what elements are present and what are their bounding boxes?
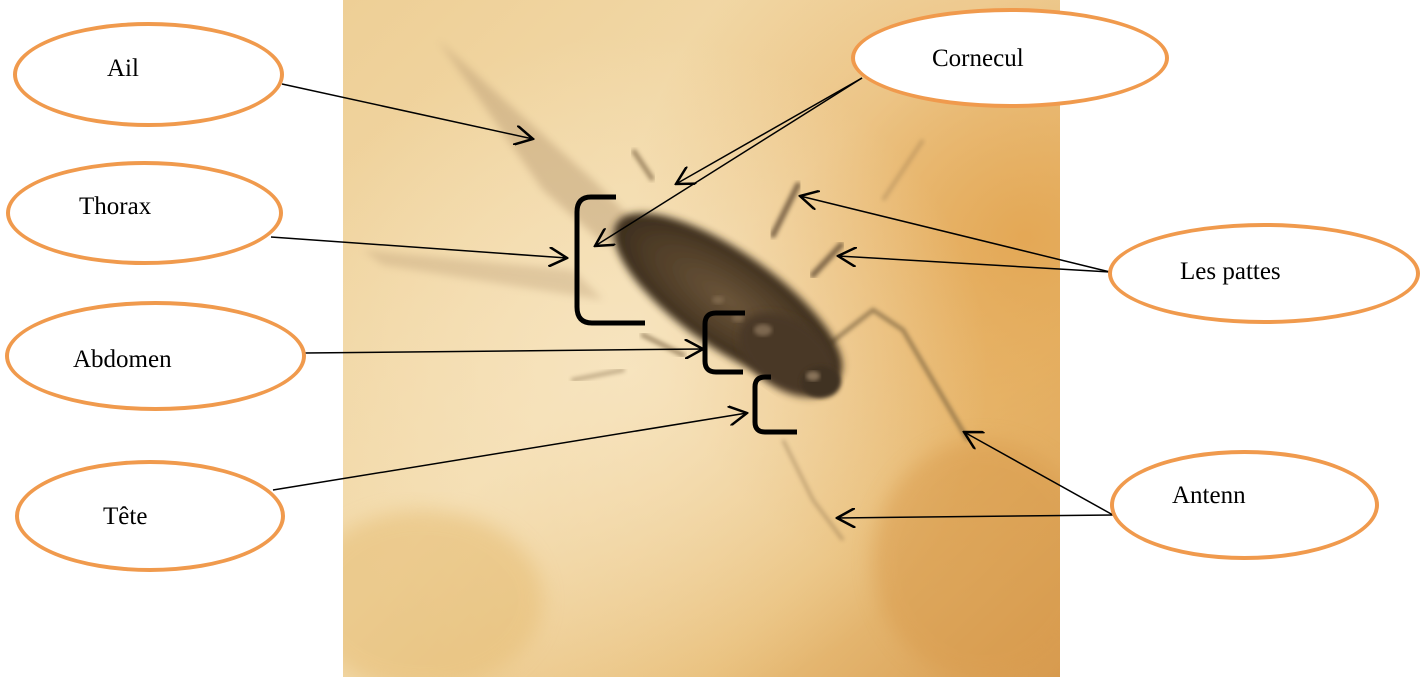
thorax-arrow xyxy=(271,237,567,258)
abdomen-bracket xyxy=(705,313,745,372)
wing-arrow xyxy=(282,84,533,139)
antenna-label: Antenn xyxy=(1172,483,1246,508)
legs-label: Les pattes xyxy=(1180,259,1281,284)
abdomen-label: Abdomen xyxy=(73,347,172,372)
cornicle-arrow-2 xyxy=(595,78,862,246)
legs-arrow-1 xyxy=(800,196,1110,272)
wing-label-bubble xyxy=(13,22,284,127)
abdomen-arrow xyxy=(305,349,703,353)
head-arrow xyxy=(273,413,747,490)
legs-arrow-2 xyxy=(838,256,1110,272)
wing-label: Ail xyxy=(107,56,139,81)
antenna-arrow-1 xyxy=(964,432,1113,515)
antenna-arrow-2 xyxy=(837,515,1113,518)
head-label: Tête xyxy=(103,504,147,529)
thorax-label: Thorax xyxy=(79,194,151,219)
thorax-bracket xyxy=(577,197,645,323)
head-label-bubble xyxy=(15,460,285,572)
head-bracket xyxy=(755,377,797,432)
cornicle-label: Cornecul xyxy=(932,46,1024,71)
cornicle-arrow-1 xyxy=(676,78,862,184)
